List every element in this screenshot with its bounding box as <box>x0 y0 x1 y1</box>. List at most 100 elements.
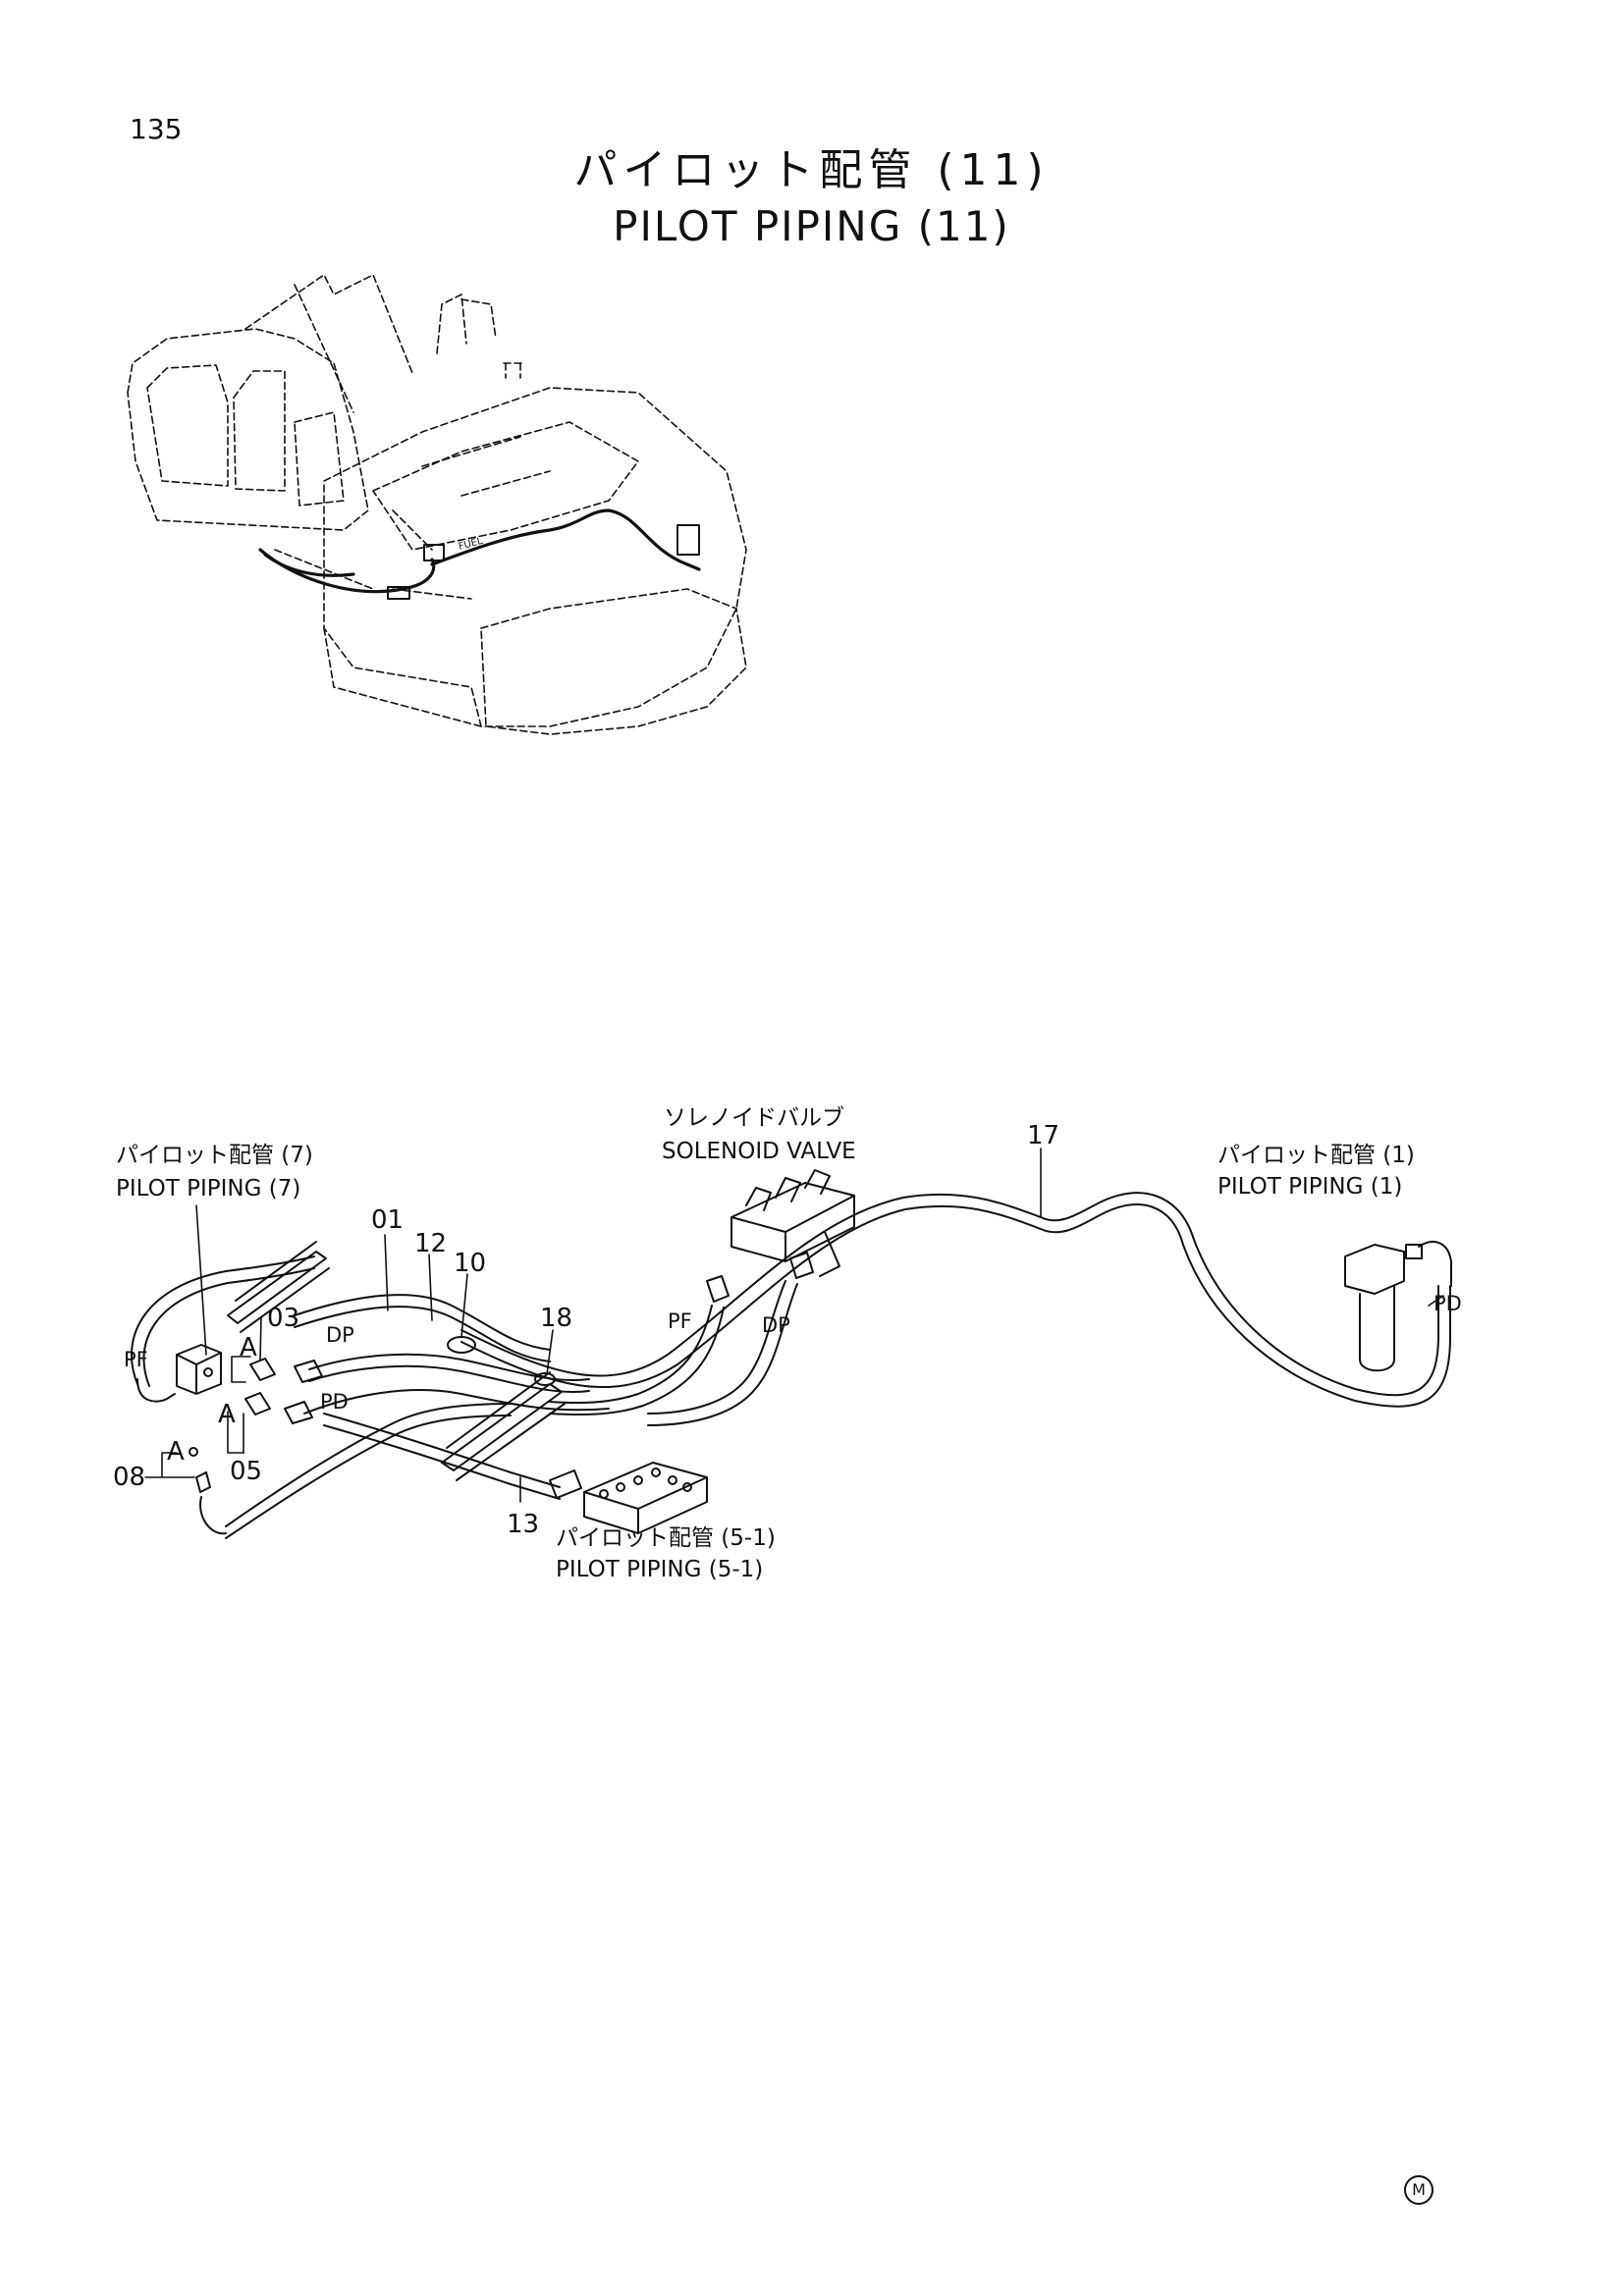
hose-dp-left <box>308 1353 590 1381</box>
leader-detail-a-upper <box>231 1356 251 1383</box>
hose-lower-loop <box>225 1403 512 1527</box>
hose-pf-solenoid <box>549 1305 713 1405</box>
clamp-10 <box>447 1336 476 1354</box>
solenoid-coils <box>745 1169 831 1211</box>
upper-deck <box>323 387 747 727</box>
frame-line <box>274 549 472 600</box>
right-filter-head <box>1344 1244 1405 1295</box>
detail-label-a-o-ring: A <box>167 1437 185 1467</box>
page-number: 135 <box>130 113 183 145</box>
port-label-pd-right: PD <box>1434 1292 1462 1315</box>
label-solenoid-valve-en: SOLENOID VALVE <box>662 1139 856 1164</box>
hose-13-fitting <box>549 1469 582 1499</box>
boom-outline <box>244 274 413 374</box>
hose-pf-left-loop-b <box>142 1267 315 1387</box>
hose-13-b <box>323 1424 561 1500</box>
overview-hose-2 <box>263 553 355 577</box>
elbow-08 <box>195 1471 227 1535</box>
cab-outline <box>127 328 369 531</box>
footer-circled-mark: M <box>1404 2175 1434 2205</box>
counterweight-bottom <box>323 627 482 727</box>
handrail <box>436 294 497 354</box>
main-hoses <box>131 1192 1451 1539</box>
hose-17-outer <box>460 1192 1439 1397</box>
part-number-17: 17 <box>1027 1121 1060 1150</box>
cab-window <box>146 364 229 487</box>
solenoid-valve-body <box>730 1182 855 1262</box>
hose-12-upper <box>294 1306 551 1362</box>
leader-03 <box>259 1316 262 1361</box>
hose-pf-solenoid-b <box>549 1307 725 1416</box>
overview-hose-4 <box>685 562 701 571</box>
tank-cap <box>503 362 523 379</box>
cab-side-window <box>233 370 286 492</box>
hose-dp-left-b <box>308 1364 590 1393</box>
pf-elbow <box>136 1378 176 1403</box>
part-number-18: 18 <box>540 1304 573 1333</box>
right-filter-fitting <box>1405 1244 1423 1259</box>
bracket-lower-rail <box>441 1371 566 1481</box>
hose-lower-loop-b <box>225 1415 512 1539</box>
port-label-pf-solenoid: PF <box>668 1309 692 1333</box>
hose-13 <box>323 1413 561 1488</box>
counterweight <box>480 588 747 735</box>
manifold-ports <box>599 1468 692 1499</box>
fitting-dp <box>294 1360 323 1383</box>
page-title-english: PILOT PIPING (11) <box>613 202 1010 250</box>
leader-lines <box>144 1148 1444 1503</box>
port-label-pd-left: PD <box>320 1390 349 1414</box>
excavator-overview-illustration <box>127 274 747 735</box>
hose-pd-lower <box>303 1389 610 1415</box>
components <box>136 1169 1452 1535</box>
left-valve-port <box>203 1367 213 1377</box>
brackets <box>227 1241 566 1481</box>
label-pilot-piping-5-1-jp: パイロット配管 (5-1) <box>556 1525 776 1551</box>
leader-12 <box>428 1254 433 1321</box>
leader-10 <box>460 1273 468 1338</box>
leader-01 <box>384 1234 389 1311</box>
label-pilot-piping-5-1-en: PILOT PIPING (5-1) <box>556 1557 764 1582</box>
fitting-05 <box>244 1392 271 1415</box>
overview-components <box>387 524 700 600</box>
leader-pf-right <box>1428 1295 1444 1307</box>
overview-valve-block <box>387 586 410 600</box>
overview-solenoid-block <box>423 544 445 561</box>
port-label-dp-left: DP <box>326 1323 354 1347</box>
leader-18 <box>546 1329 554 1375</box>
cab-door-window <box>294 411 345 507</box>
label-solenoid-valve-jp: ソレノイドバルブ <box>664 1105 844 1131</box>
solenoid-fitting-pf <box>706 1275 730 1303</box>
port-label-dp-solenoid: DP <box>762 1313 790 1337</box>
overview-pilot-hoses <box>258 508 701 594</box>
clamp-18 <box>534 1372 556 1386</box>
part-number-08: 08 <box>113 1463 146 1492</box>
part-number-03: 03 <box>267 1304 300 1333</box>
part-number-10: 10 <box>454 1249 487 1278</box>
bracket-upper-rail <box>227 1241 330 1333</box>
hose-dp-solenoid-b <box>647 1283 798 1426</box>
label-pilot-piping-7-jp: パイロット配管 (7) <box>116 1143 313 1168</box>
left-valve-block <box>176 1344 222 1395</box>
engine-cover-ridge <box>392 436 551 551</box>
label-pilot-piping-7-en: PILOT PIPING (7) <box>116 1176 301 1201</box>
boom-arm <box>294 284 354 413</box>
engine-cover <box>372 421 639 551</box>
solenoid-bracket <box>819 1231 840 1277</box>
hose-17-inner <box>460 1203 1451 1408</box>
right-filter-elbow <box>1418 1241 1452 1287</box>
right-filter-bowl <box>1359 1285 1395 1372</box>
part-number-01: 01 <box>371 1205 405 1235</box>
leader-detail-a-lower <box>227 1411 244 1454</box>
leader-pilot-piping-7 <box>195 1204 207 1356</box>
solenoid-fitting-dp <box>789 1252 814 1279</box>
port-label-pf-left: PF <box>124 1348 148 1371</box>
fitting-pd <box>284 1401 313 1424</box>
overview-hose-3 <box>430 508 689 566</box>
page-title-japanese: パイロット配管 (11) <box>573 145 1050 195</box>
hose-dp-solenoid <box>647 1280 786 1415</box>
label-pilot-piping-1-jp: パイロット配管 (1) <box>1217 1143 1415 1168</box>
overview-filter <box>676 524 700 556</box>
part-number-13: 13 <box>507 1510 540 1539</box>
overview-hose-1 <box>258 548 436 594</box>
